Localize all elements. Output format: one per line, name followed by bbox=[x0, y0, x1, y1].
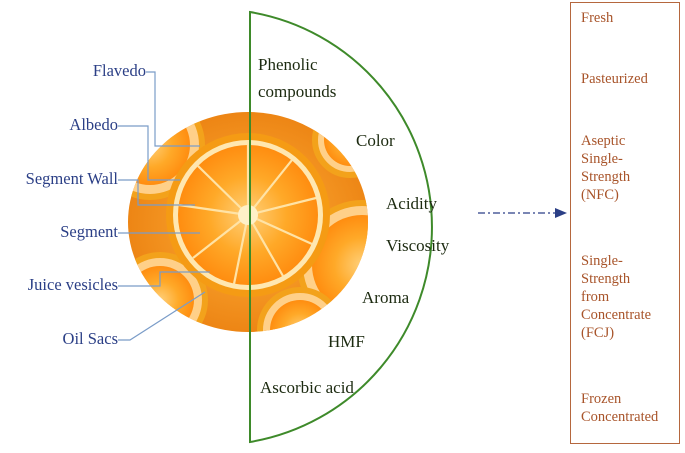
product-nfc-line-4: (NFC) bbox=[581, 187, 619, 203]
juice-vesicles-leader bbox=[118, 271, 210, 287]
label-acidity: Acidity bbox=[386, 194, 437, 213]
product-frozen-line-1: Frozen bbox=[581, 391, 622, 407]
label-aroma: Aroma bbox=[362, 288, 410, 307]
product-frozen-line-2: Concentrated bbox=[581, 409, 659, 425]
label-oil-sacs: Oil Sacs bbox=[63, 329, 118, 348]
product-fresh: Fresh bbox=[581, 9, 677, 27]
segment-walls bbox=[178, 145, 317, 285]
quality-semicircle bbox=[249, 10, 433, 444]
label-flavedo: Flavedo bbox=[93, 61, 146, 80]
leader-lines bbox=[118, 71, 210, 341]
label-segment-wall: Segment Wall bbox=[26, 169, 119, 188]
label-albedo: Albedo bbox=[69, 115, 118, 134]
product-pasteurized-line: Pasteurized bbox=[581, 71, 648, 87]
product-types-box: Fresh Pasteurized Aseptic Single- Streng… bbox=[570, 2, 680, 444]
label-viscosity: Viscosity bbox=[386, 236, 450, 255]
label-juice-vesicles: Juice vesicles bbox=[28, 275, 118, 294]
fruit-core bbox=[238, 205, 258, 225]
product-fcj-line-4: Concentrate bbox=[581, 307, 652, 323]
product-frozen: Frozen Concentrated bbox=[581, 390, 677, 426]
arrow-head bbox=[555, 208, 567, 218]
phenolic-line-2: compounds bbox=[258, 82, 336, 101]
oil-sacs-leader bbox=[118, 291, 206, 341]
segment-wall-leader bbox=[118, 179, 195, 206]
product-fcj: Single- Strength from Concentrate (FCJ) bbox=[581, 252, 677, 342]
label-hmf: HMF bbox=[328, 332, 365, 351]
product-nfc-line-1: Aseptic bbox=[581, 133, 626, 149]
phenolic-line-1: Phenolic bbox=[258, 55, 318, 74]
flavedo-leader bbox=[146, 71, 200, 147]
product-nfc-line-3: Strength bbox=[581, 169, 631, 185]
product-nfc: Aseptic Single- Strength (NFC) bbox=[581, 132, 677, 204]
product-fcj-line-1: Single- bbox=[581, 253, 623, 269]
label-color: Color bbox=[356, 131, 395, 150]
arrow-to-products bbox=[478, 208, 567, 218]
product-fcj-line-3: from bbox=[581, 289, 610, 305]
albedo-leader bbox=[118, 125, 180, 181]
product-fresh-line: Fresh bbox=[581, 10, 614, 26]
product-nfc-line-2: Single- bbox=[581, 151, 623, 167]
label-phenolic-compounds: Phenolic compounds bbox=[258, 55, 336, 101]
label-ascorbic-acid: Ascorbic acid bbox=[260, 378, 354, 397]
product-fcj-line-2: Strength bbox=[581, 271, 631, 287]
product-pasteurized: Pasteurized bbox=[581, 70, 677, 88]
product-fcj-line-5: (FCJ) bbox=[581, 325, 615, 341]
label-segment: Segment bbox=[60, 222, 118, 241]
